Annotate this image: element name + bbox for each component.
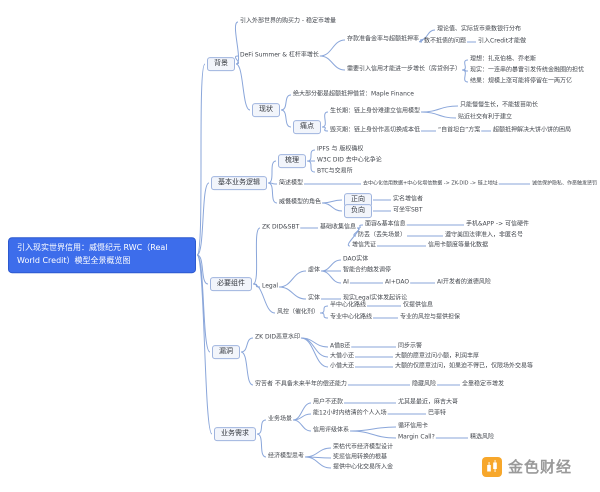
topic-credit-rating-system: 信用评级体系 bbox=[313, 426, 350, 434]
topic-revolving-credit-card: 循环信用卡 bbox=[398, 422, 429, 430]
branch-business-needs: 业务需求 bbox=[214, 427, 256, 441]
topic-ipfs-copyright: IPFS 与 版权确权 bbox=[317, 145, 364, 153]
topic-us-law-compliance: 遵守美国法律准入，非匿名号 bbox=[445, 231, 524, 239]
topic-poor-borrowers: 穷苦者 不具备未来半年的偿还能力 bbox=[255, 380, 347, 388]
topic-basic-info-collection: 基础收集信息 bbox=[320, 223, 357, 231]
topic-sync-warning: 同步示警 bbox=[398, 342, 423, 350]
node-pain-points: 痛点 bbox=[293, 120, 321, 134]
topic-info-only: 仅提供信息 bbox=[403, 301, 434, 309]
topic-credit-certificate: 增信凭证 bbox=[352, 241, 377, 249]
topic-confession-scheme: “自首坦白”方案 bbox=[438, 126, 481, 134]
topic-introduce-credit: 引入Credit才能做 bbox=[478, 37, 527, 45]
topic-professional-centralized-route: 专业中心化路线 bbox=[330, 313, 373, 321]
branch-background: 背景 bbox=[207, 57, 235, 71]
topic-overcollateral-dilemma: 超额抵押解决大饼小饼的困局 bbox=[493, 126, 572, 134]
topic-external-purchasing-power: 引入外部世界的购买力 - 稳定币增量 bbox=[240, 17, 336, 25]
topic-dao-entity: DAO实体 bbox=[343, 255, 369, 263]
topic-ideal: 理想：扎克伯格、乔老斯 bbox=[470, 55, 537, 63]
topic-btc-exchange: BTC与交易所 bbox=[317, 167, 353, 175]
topic-ai-dao: AI+DAO bbox=[385, 278, 410, 286]
topic-big-willing-small: 大额的愿意过问小额，利润丰厚 bbox=[395, 352, 480, 360]
topic-business-scenarios: 业务场景 bbox=[268, 415, 293, 423]
topic-hidden-risk: 隐藏风险 bbox=[412, 380, 437, 388]
jinse-finance-icon bbox=[482, 456, 502, 477]
topic-zk-did-watermark: ZK DID恶意水印 bbox=[255, 333, 300, 341]
topic-slow-growth: 只能慢慢生长，不能拔苗助长 bbox=[460, 101, 539, 109]
topic-ai-moral-hazard: AI开发者的道德风险 bbox=[437, 278, 491, 286]
topic-defi-summer-leverage: DeFi Summer & 杠杆率增长 bbox=[240, 51, 319, 59]
brand-watermark: 金色财经 bbox=[482, 456, 572, 477]
topic-zk-did-sbt: ZK DID&SBT bbox=[262, 223, 300, 231]
topic-model-summary: 简述模型 bbox=[279, 179, 304, 187]
topic-cex-deposit: 提供中心化交易所入金 bbox=[333, 463, 394, 471]
branch-basic-business-logic: 基本业务逻辑 bbox=[211, 176, 267, 190]
topic-real-name-endorser: 实名增信者 bbox=[393, 195, 424, 203]
topic-credit-card-data: 信用卡额度等量化数据 bbox=[428, 241, 489, 249]
topic-loss-prevention: 防丢（丢失场景） bbox=[358, 231, 407, 239]
topic-ai: AI bbox=[343, 278, 349, 286]
topic-professional-risk-guarantee: 专业的风控与提供担保 bbox=[400, 313, 461, 321]
topic-theoretical-multiplier: 理论值、实际货币乘数银行分布 bbox=[437, 25, 522, 33]
branch-required-components: 必要组件 bbox=[210, 277, 252, 291]
topic-12h-settlement: 能12小时内结清的个人入场 bbox=[313, 409, 387, 417]
topic-privacy-punishment: 诚信保护隐私、作恶触发惩罚 bbox=[532, 180, 598, 187]
topic-stablecoin-issuance: 全靠稳定币增发 bbox=[462, 380, 505, 388]
topic-overcollateralized-lending: 绝大部分都是超额抵押借贷：Maple Finance bbox=[293, 90, 414, 98]
topic-otc-only: 大额的仅愿意过问，如果迫不得已，仅限场外交易等 bbox=[395, 362, 534, 370]
topic-legal-entity-litigation: 现实Legal实体发起诉讼 bbox=[343, 294, 408, 302]
topic-model-pipeline: 去中心化信用数据+中心化增信数据 -> ZK-DID -> 链上地址 bbox=[363, 180, 498, 187]
brand-name: 金色财经 bbox=[508, 458, 573, 476]
topic-risk-control: 风控（催化剂） bbox=[277, 308, 320, 316]
topic-social-building: 贴近社交有利于建立 bbox=[458, 113, 513, 121]
topic-margin-call: Margin Call? bbox=[398, 433, 435, 441]
topic-user-default: 用户不还款 bbox=[313, 398, 344, 406]
topic-economic-model-thinking: 经济模型思考 bbox=[268, 452, 305, 460]
node-negative: 负向 bbox=[344, 204, 372, 218]
topic-semi-centralized-route: 半中心化路线 bbox=[330, 301, 367, 309]
topic-reserve-ratio: 存款准备金率与超额抵押率 bbox=[347, 35, 420, 43]
node-current-status: 现状 bbox=[252, 103, 280, 117]
topic-selected-risk: 精选风险 bbox=[470, 433, 495, 441]
root-topic: 引入现实世界信用：威慑纪元 RWC（Real World Credit）模型全景… bbox=[8, 237, 196, 273]
topic-need-credit-growth: 需要引入信用才能进一步增长（房贷例子） bbox=[347, 65, 462, 73]
topic-smart-contract-trigger: 智能合约触发调停 bbox=[343, 266, 392, 274]
topic-phone-app-hardware: 手机&APP -> 可信硬件 bbox=[466, 220, 530, 228]
node-virtual-entity: 虚体 bbox=[308, 266, 321, 274]
topic-a-borrow-b-repay: A借B还 bbox=[330, 342, 351, 350]
topic-buffett: 巴菲特 bbox=[428, 409, 447, 417]
topic-w3c-did: W3C DID 去中心化争论 bbox=[317, 156, 382, 164]
topic-token-economic-design: 荣枯代币经济模型设计 bbox=[333, 443, 394, 451]
node-real-entity: 实体 bbox=[308, 294, 321, 302]
topic-big-borrow-small-repay: 大借小还 bbox=[330, 352, 355, 360]
topic-legal: Legal bbox=[262, 282, 279, 290]
topic-result: 结果：规模上涨可能将停留在一两万亿 bbox=[470, 77, 573, 85]
topic-destruction-phase: 毁灭期：链上身份作恶切换成本低 bbox=[330, 126, 421, 134]
topic-small-borrow-big-repay: 小借大还 bbox=[330, 362, 355, 370]
topic-deterrence-roles: 威慑模型的角色 bbox=[279, 198, 322, 206]
topic-face-basic-info: 面容&基本信息 bbox=[365, 220, 406, 228]
topic-growth-phase: 生长期：链上身份难建立信用模型 bbox=[330, 107, 421, 115]
node-sorting: 梳理 bbox=[278, 154, 306, 168]
topic-machi-big-brother: 尤其是最近，麻吉大哥 bbox=[398, 398, 459, 406]
branch-loopholes: 漏洞 bbox=[212, 345, 240, 359]
topic-reality: 现实：一连串的暴雷引发传统金融圈的担忧 bbox=[470, 66, 585, 74]
topic-insolvency-problem: 数不抵债的问题 bbox=[424, 37, 467, 45]
topic-credit-conversion-basis: 奖惩信用转换的根基 bbox=[333, 453, 388, 461]
topic-jailable-sbt: 可坐牢SBT bbox=[393, 206, 423, 214]
